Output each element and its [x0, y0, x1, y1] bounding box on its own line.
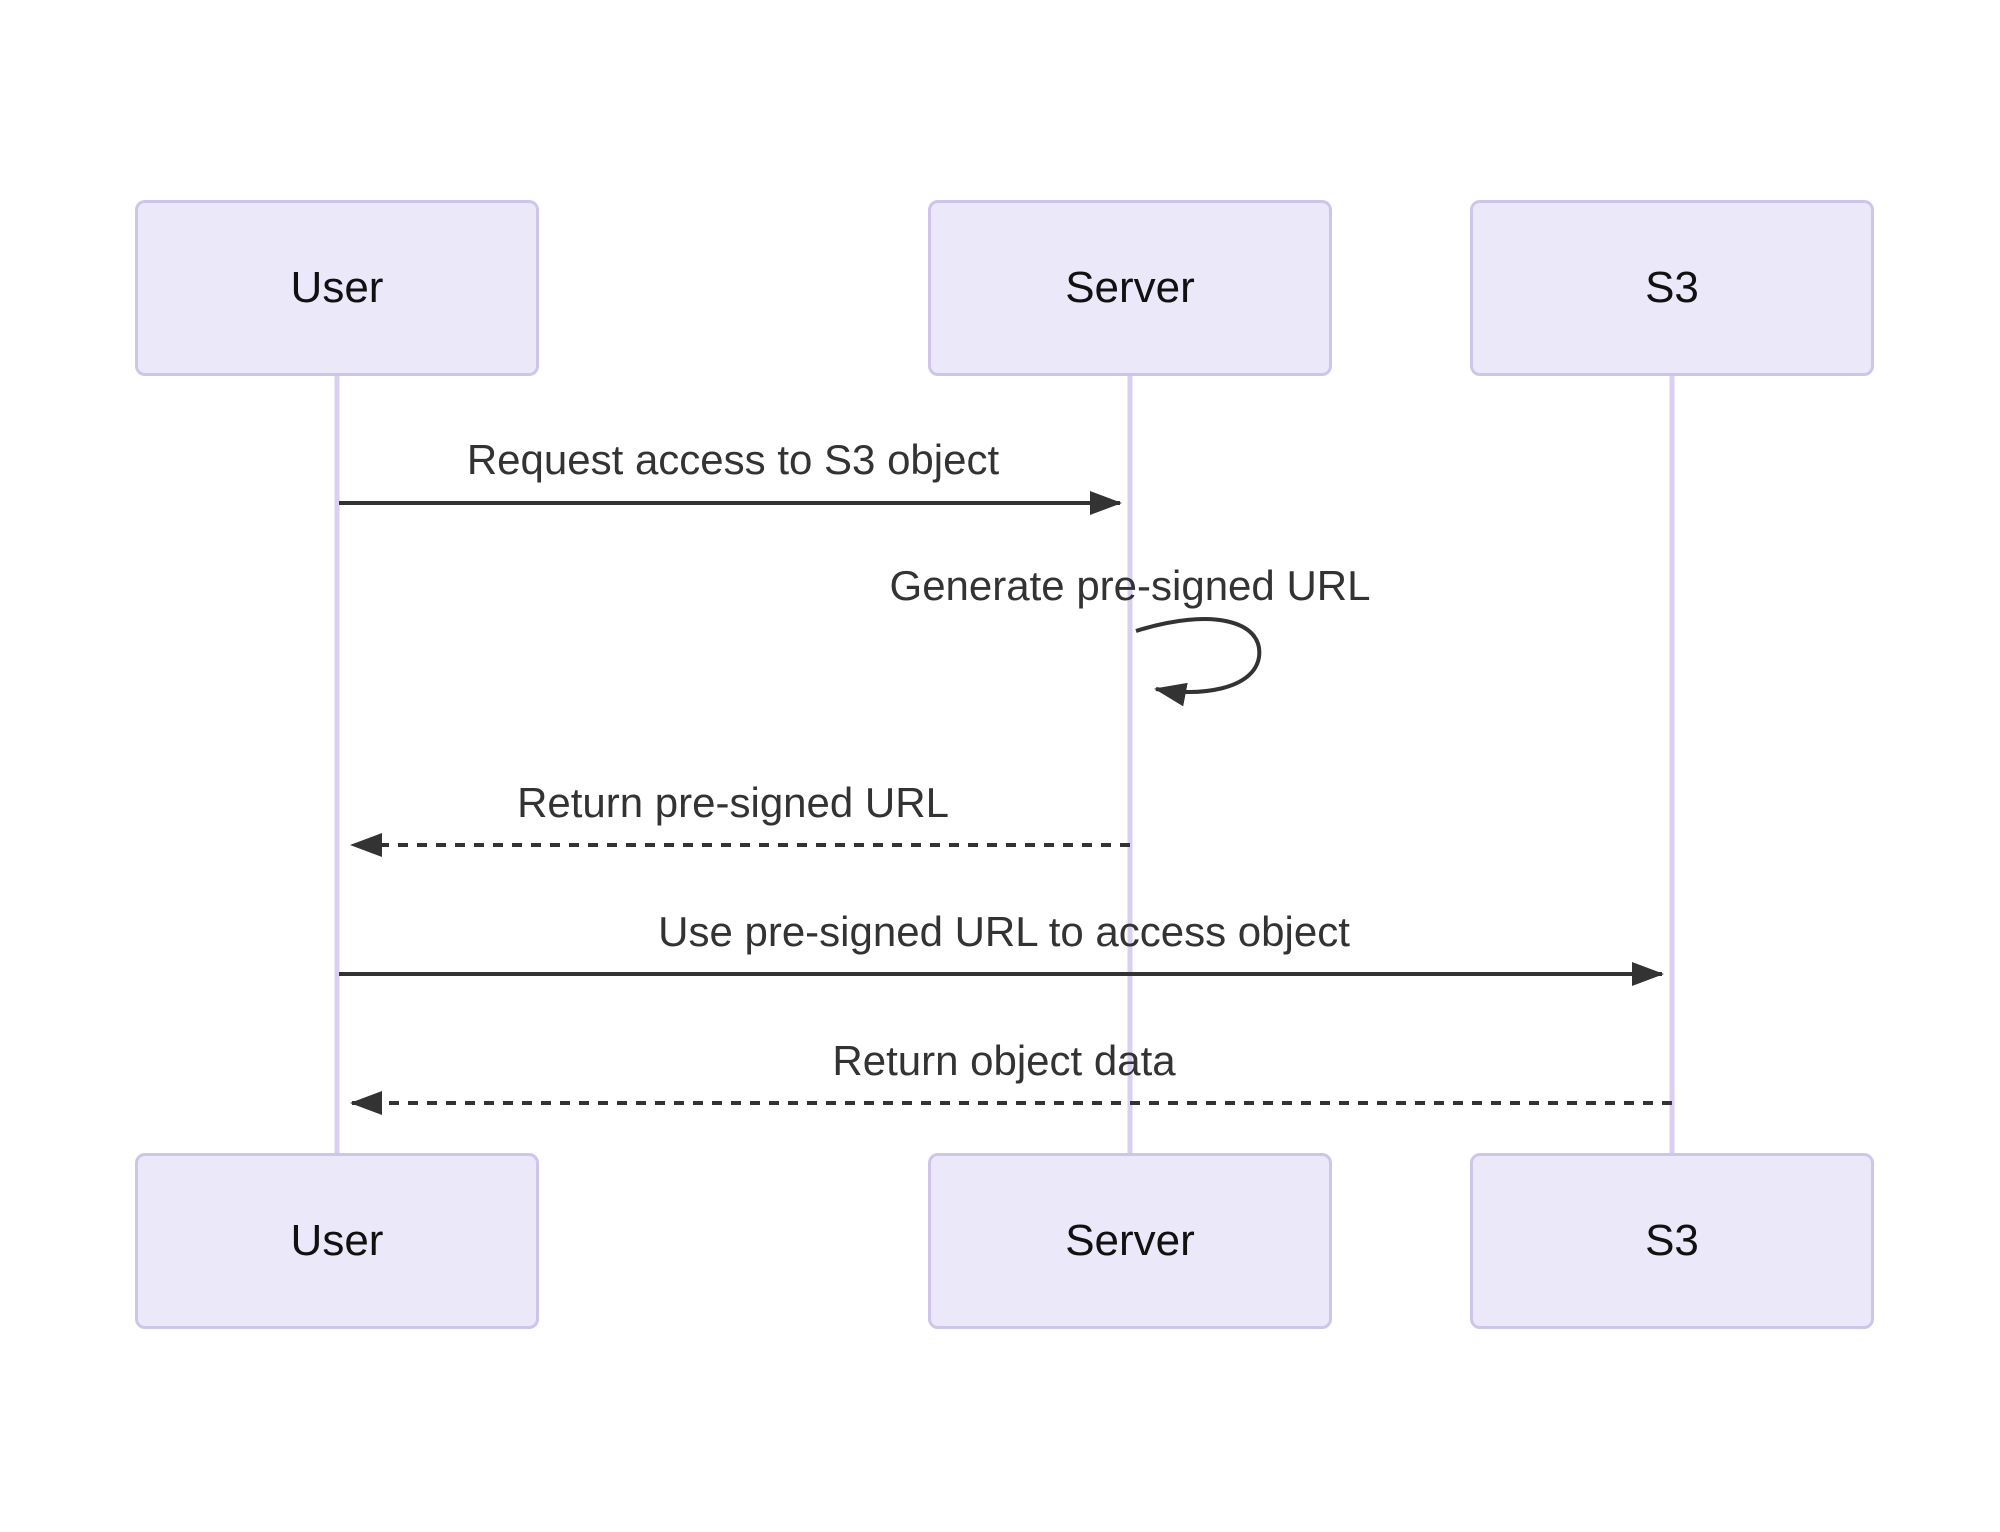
- actor-label-user: User: [290, 263, 384, 312]
- actor-box-user-bottom: User: [135, 1153, 539, 1329]
- actor-label-s3: S3: [1645, 1216, 1699, 1265]
- message-label-return-data: Return object data: [832, 1037, 1176, 1084]
- actor-box-user-top: User: [135, 200, 539, 376]
- message-line-self-loop: [1135, 617, 1262, 707]
- message-label-request-access: Request access to S3 object: [466, 436, 1000, 483]
- message-label-generate-url: Generate pre-signed URL: [889, 562, 1371, 609]
- actor-box-s3-top: S3: [1470, 200, 1874, 376]
- actor-box-server-bottom: Server: [928, 1153, 1332, 1329]
- actor-label-server: Server: [1065, 1216, 1195, 1265]
- message-label-use-url: Use pre-signed URL to access object: [658, 908, 1350, 955]
- actor-label-s3: S3: [1645, 263, 1699, 312]
- message-label-return-url: Return pre-signed URL: [517, 779, 949, 826]
- actor-label-user: User: [290, 1216, 384, 1265]
- actor-box-server-top: Server: [928, 200, 1332, 376]
- actor-box-s3-bottom: S3: [1470, 1153, 1874, 1329]
- actor-label-server: Server: [1065, 263, 1195, 312]
